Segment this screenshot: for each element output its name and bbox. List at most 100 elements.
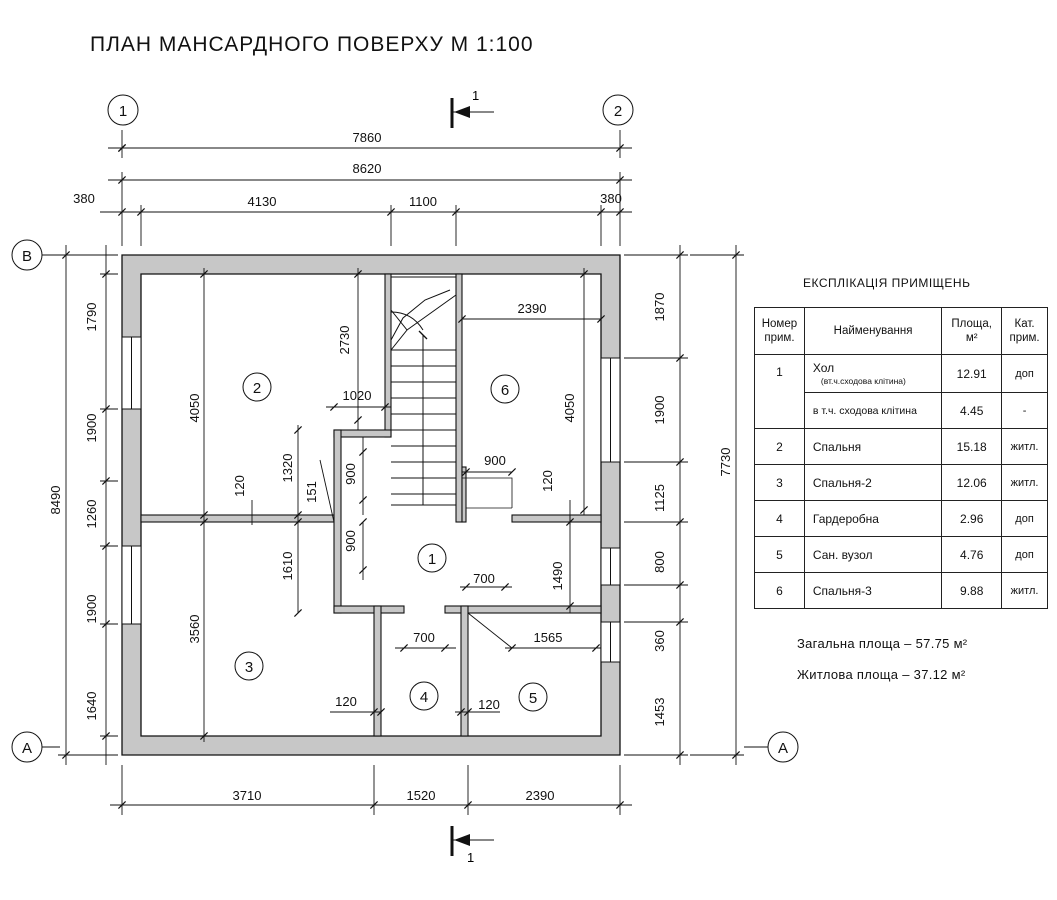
staircase — [390, 276, 457, 506]
row-category: житл. — [1001, 464, 1048, 501]
dim-top-right-wall: 380 — [600, 191, 622, 206]
hall-name: Хол — [812, 360, 835, 375]
header-name: Найменування — [803, 307, 943, 355]
dim-700-lower: 700 — [413, 630, 435, 645]
table-header: Номер прим. Найменування Площа, м² Кат. … — [754, 307, 1048, 355]
dim-1320: 1320 — [280, 454, 295, 483]
room-label-1: 1 — [428, 551, 436, 568]
dim-2730: 2730 — [337, 326, 352, 355]
dim-left-s4: 1900 — [84, 595, 99, 624]
dim-1565: 1565 — [534, 630, 563, 645]
dim-top-seg1: 4130 — [248, 194, 277, 209]
row-area: 2.96 — [941, 500, 1003, 537]
room-label-3: 3 — [245, 659, 253, 676]
dim-120-bath: 120 — [478, 697, 500, 712]
dim-bottom-seg3: 2390 — [526, 788, 555, 803]
axis-label-b: В — [22, 248, 32, 265]
dim-900-lower: 900 — [343, 530, 358, 552]
row-area: 12.06 — [941, 464, 1003, 501]
dim-right-s1: 1870 — [652, 293, 667, 322]
dim-bottom-seg1: 3710 — [233, 788, 262, 803]
dim-right-s2: 1900 — [652, 396, 667, 425]
dim-151: 151 — [304, 481, 319, 503]
interior-walls — [140, 273, 602, 737]
dim-1610: 1610 — [280, 552, 295, 581]
dim-700-upper: 700 — [473, 571, 495, 586]
dim-right-s5: 360 — [652, 630, 667, 652]
hall-note: (вт.ч.сходова клітина) — [820, 375, 906, 386]
row-area: 9.88 — [941, 572, 1003, 609]
door-swings — [462, 477, 513, 509]
axis-label-2: 2 — [614, 103, 622, 120]
room-label-6: 6 — [501, 382, 509, 399]
room-label-4: 4 — [420, 689, 428, 706]
dim-left-s1: 1790 — [84, 303, 99, 332]
axis-markers — [11, 94, 799, 763]
row-stair-category: - — [1001, 392, 1048, 429]
row-stair-name: в т.ч. сходова клітина — [803, 392, 943, 429]
dim-right-s4: 800 — [652, 551, 667, 573]
exterior-walls — [121, 254, 621, 756]
table-row: в т.ч. сходова клітина 4.45 - — [755, 392, 1048, 429]
dim-top-overall: 8620 — [353, 161, 382, 176]
dim-4050-right: 4050 — [562, 394, 577, 423]
dim-right-s6: 1453 — [652, 698, 667, 727]
header-category: Кат. прим. — [1001, 307, 1048, 355]
dim-900-upper: 900 — [343, 463, 358, 485]
dim-3560: 3560 — [187, 615, 202, 644]
dim-2390: 2390 — [518, 301, 547, 316]
table-row: 6 Спальня-3 9.88 житл. — [754, 572, 1048, 609]
room-label-5: 5 — [529, 690, 537, 707]
axis-label-a-left: А — [22, 740, 32, 757]
row-name: Спальня-3 — [803, 572, 943, 609]
dim-top-overall-inner: 7860 — [353, 130, 382, 145]
room-markers — [234, 372, 548, 712]
axis-marker-2 — [602, 94, 634, 126]
axis-label-1: 1 — [119, 103, 127, 120]
dimension-lines — [58, 130, 744, 815]
row-category: житл. — [1001, 428, 1048, 465]
dim-900-door: 900 — [484, 453, 506, 468]
row-stair-area: 4.45 — [941, 392, 1003, 429]
row-area: 15.18 — [941, 428, 1003, 465]
row-number: 5 — [754, 536, 805, 573]
dim-left-s2: 1900 — [84, 414, 99, 443]
axis-label-a-right: А — [778, 740, 788, 757]
table-row: 4 Гардеробна 2.96 доп — [754, 500, 1048, 537]
row-category: житл. — [1001, 572, 1048, 609]
row-hall-area: 12.91 — [941, 354, 1003, 393]
dim-120-partition-right: 120 — [540, 470, 555, 492]
section-mark-top — [450, 98, 494, 128]
row-name: Гардеробна — [803, 500, 943, 537]
header-area: Площа, м² — [941, 307, 1003, 355]
dim-right-overall: 7730 — [718, 448, 733, 477]
dim-bottom-seg2: 1520 — [407, 788, 436, 803]
dim-1020: 1020 — [343, 388, 372, 403]
windows — [121, 336, 621, 663]
row-hall-name: Хол(вт.ч.сходова клітина) — [803, 354, 943, 393]
dim-top-left-wall: 380 — [73, 191, 95, 206]
section-mark-bottom — [450, 826, 494, 856]
section-label-bottom: 1 — [467, 850, 474, 865]
dim-120-partition-left: 120 — [232, 475, 247, 497]
dim-4050-left: 4050 — [187, 394, 202, 423]
dim-right-s3: 1125 — [652, 484, 667, 512]
row-category: доп — [1001, 536, 1048, 573]
explication-table: Номер прим. Найменування Площа, м² Кат. … — [754, 307, 1048, 609]
row-category: доп — [1001, 500, 1048, 537]
dim-1490: 1490 — [550, 562, 565, 591]
table-row: 5 Сан. вузол 4.76 доп — [754, 536, 1048, 573]
dim-left-s5: 1640 — [84, 692, 99, 721]
row-number: 6 — [754, 572, 805, 609]
row-area: 4.76 — [941, 536, 1003, 573]
row-name: Сан. вузол — [803, 536, 943, 573]
table-row: 2 Спальня 15.18 житл. — [754, 428, 1048, 465]
header-number: Номер прим. — [754, 307, 805, 355]
living-area: Житлова площа – 37.12 м² — [797, 667, 966, 682]
plan-title: ПЛАН МАНСАРДНОГО ПОВЕРХУ М 1:100 — [90, 33, 534, 56]
dim-left-s3: 1260 — [84, 500, 99, 529]
dim-120-closet: 120 — [335, 694, 357, 709]
row-number: 2 — [754, 428, 805, 465]
room-label-2: 2 — [253, 380, 261, 397]
